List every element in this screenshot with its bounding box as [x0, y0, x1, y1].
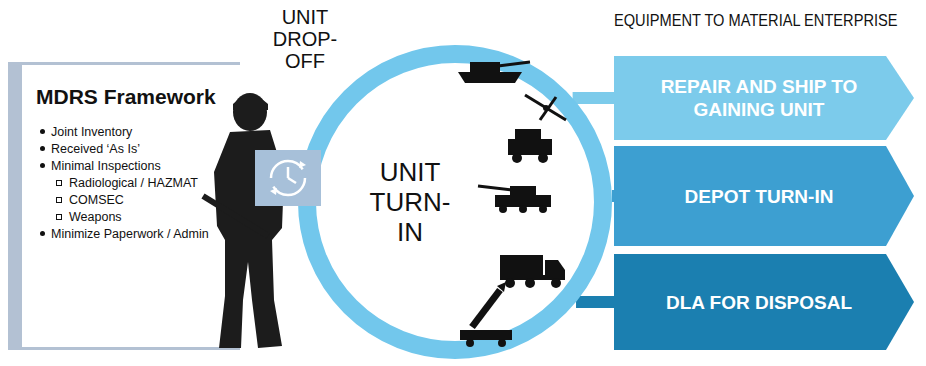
bullet-text: Received ‘As Is’: [51, 142, 140, 156]
bullet-text: Joint Inventory: [51, 125, 132, 139]
section-heading: UNIT DROP-OFF: [255, 6, 355, 72]
arrow-label-box: DLA FOR DISPOSAL: [644, 254, 874, 350]
bullet-row: Minimal Inspections: [40, 157, 240, 174]
arrow-fill: [614, 56, 914, 140]
arrow-label: DLA FOR DISPOSAL: [666, 291, 852, 314]
bullet-text: Weapons: [69, 210, 122, 224]
arrow-fill: [614, 254, 914, 350]
clock-arrow: [270, 188, 277, 195]
round-bullet: [40, 129, 45, 134]
arrow-shape: [614, 56, 914, 140]
arrow-label: DEPOT TURN-IN: [685, 185, 834, 208]
outcome-arrow: REPAIR AND SHIP TO GAINING UNIT: [614, 56, 914, 140]
bullet-text: COMSEC: [69, 193, 124, 207]
outcome-arrow: DEPOT TURN-IN: [614, 146, 914, 246]
circle-ring: [307, 54, 603, 350]
bullet-row: Received ‘As Is’: [40, 140, 240, 157]
framework-box: MDRS FrameworkJoint InventoryReceived ‘A…: [8, 62, 240, 350]
clock-hand: [288, 178, 296, 183]
bullet-row: COMSEC: [56, 191, 240, 208]
round-bullet: [40, 163, 45, 168]
arrow-label-box: DEPOT TURN-IN: [644, 146, 874, 246]
bullet-row: Joint Inventory: [40, 123, 240, 140]
box-heading: MDRS Framework: [36, 85, 240, 109]
round-bullet: [40, 146, 45, 151]
process-circle: UNIT TURN-IN: [298, 45, 612, 359]
bullet-text: Minimal Inspections: [51, 159, 161, 173]
connector-bar: [576, 296, 614, 308]
outcome-arrow: DLA FOR DISPOSAL: [614, 254, 914, 350]
circle-label: UNIT TURN-IN: [360, 157, 460, 247]
bullet-row: Minimize Paperwork / Admin: [40, 225, 240, 242]
arrow-label: REPAIR AND SHIP TO GAINING UNIT: [654, 75, 864, 121]
circle-outline: [298, 45, 612, 359]
connector-bar: [573, 92, 614, 104]
arrow-fill: [614, 146, 914, 246]
round-bullet: [40, 231, 45, 236]
square-bullet: [56, 214, 62, 220]
bullet-text: Radiological / HAZMAT: [69, 176, 198, 190]
bullet-row: Weapons: [56, 208, 240, 225]
clock-hand: [287, 167, 290, 178]
section-heading: EQUIPMENT TO MATERIAL ENTERPRISE: [614, 10, 898, 32]
bullet-text: Minimize Paperwork / Admin: [51, 227, 209, 241]
connector-bar: [612, 190, 614, 202]
square-bullet: [56, 197, 62, 203]
square-bullet: [56, 180, 62, 186]
bullet-row: Radiological / HAZMAT: [56, 174, 240, 191]
arrow-label-box: REPAIR AND SHIP TO GAINING UNIT: [644, 56, 874, 140]
